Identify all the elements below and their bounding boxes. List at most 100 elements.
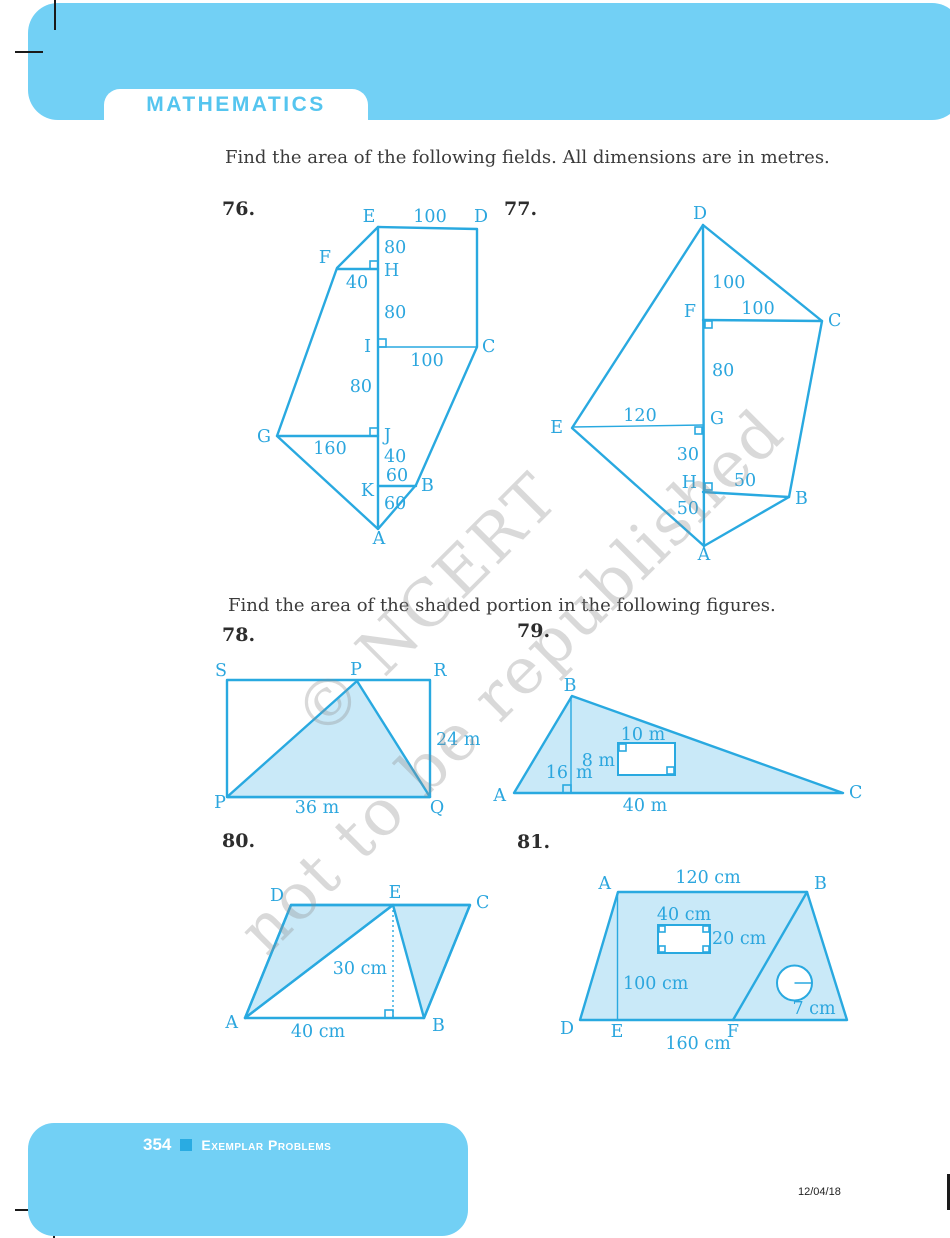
fig77-label-H: H — [682, 473, 697, 493]
page-title: MATHEMATICS — [146, 92, 326, 116]
fig80-label-E: E — [389, 883, 402, 903]
fig76-label-J: J — [382, 426, 391, 446]
fig76-dim-IC: 100 — [410, 351, 443, 371]
instruction-fields: Find the area of the following fields. A… — [225, 147, 830, 168]
fig76-label-H: H — [384, 261, 399, 281]
fig81-diagonal-BF — [731, 890, 809, 1022]
problem-number-76: 76. — [222, 198, 256, 220]
fig79-shaded-triangle — [512, 694, 845, 795]
fig81-label-B: B — [814, 874, 827, 894]
fig81-label-D: D — [560, 1019, 574, 1039]
fig77-dim-FG: 80 — [712, 361, 734, 381]
fig77-label-A: A — [697, 545, 711, 565]
figure-78: S P R 24 m P 36 m Q — [214, 660, 481, 818]
fig79-label-A: A — [492, 786, 506, 806]
figure-79: B 10 m 8 m 16 m A 40 m C — [492, 676, 862, 816]
footer-square-icon — [180, 1139, 193, 1151]
fig81-dim-AB: 120 cm — [675, 868, 741, 888]
fig80-parallelogram — [243, 903, 472, 1020]
fig76-label-B: B — [421, 476, 434, 496]
fig80-diagonal-AE — [243, 903, 395, 1020]
fig76-label-E: E — [363, 207, 376, 227]
fig77-dim-EG: 120 — [623, 406, 656, 426]
fig79-label-B: B — [564, 676, 577, 696]
fig77-label-E: E — [550, 418, 563, 438]
fig78-label-R: R — [433, 661, 447, 681]
figure-77: D 100 F 100 C 80 120 E G 30 H 50 B 50 A — [550, 204, 841, 565]
print-date: 12/04/18 — [798, 1186, 841, 1198]
fig76-label-A: A — [372, 529, 386, 549]
fig79-dim-rect-height: 8 m — [582, 751, 616, 771]
fig79-right-angle-rect-tl — [618, 743, 627, 752]
fig76-dim-EH: 80 — [384, 238, 406, 258]
problem-number-81: 81. — [517, 831, 551, 853]
fig80-label-B: B — [432, 1016, 445, 1036]
fig76-right-angle-H — [369, 260, 379, 270]
fig77-dim-HA: 50 — [677, 499, 699, 519]
fig77-label-F: F — [684, 302, 696, 322]
fig76-label-I: I — [364, 337, 371, 357]
fig80-right-angle-base — [384, 1009, 394, 1019]
fig81-right-angle-rect-tl — [658, 925, 666, 933]
fig77-diagonal-DA — [701, 223, 706, 548]
fig76-dim-ED: 100 — [413, 207, 446, 227]
footer-book-label: Exemplar Problems — [201, 1137, 332, 1153]
problem-number-78: 78. — [222, 624, 256, 646]
fig76-dim-KA: 60 — [384, 494, 406, 514]
fig76-label-K: K — [361, 481, 375, 501]
problem-number-80: 80. — [222, 830, 256, 852]
fig77-dim-DF: 100 — [712, 273, 745, 293]
fig81-right-angle-rect-br — [702, 945, 710, 953]
fig76-dim-JK: 40 — [384, 447, 406, 467]
fig81-label-F: F — [727, 1022, 739, 1042]
fig77-right-angle-F — [704, 320, 713, 329]
fig79-label-C: C — [849, 783, 862, 803]
fig76-right-angle-I — [377, 338, 387, 348]
instruction-shaded: Find the area of the shaded portion in t… — [228, 595, 776, 616]
fig78-shaded-triangle — [225, 679, 432, 799]
figure-80: D E C 30 cm A 40 cm B — [224, 883, 489, 1042]
fig76-dim-KB: 60 — [386, 466, 408, 486]
fig78-dim-PQ: 36 m — [295, 798, 340, 818]
problem-number-79: 79. — [517, 620, 551, 642]
fig81-dim-circle-radius: 7 cm — [792, 999, 835, 1019]
fig77-label-C: C — [828, 311, 841, 331]
fig81-right-angle-rect-bl — [658, 945, 666, 953]
fig81-right-angle-rect-tr — [702, 925, 710, 933]
fig77-dim-FC: 100 — [741, 299, 774, 319]
fig77-outline — [570, 223, 824, 548]
fig81-label-A: A — [597, 874, 611, 894]
fig77-label-D: D — [693, 204, 707, 224]
fig76-dim-HI: 80 — [384, 303, 406, 323]
fig78-label-Q: Q — [430, 798, 444, 818]
fig77-label-G: G — [710, 409, 724, 429]
crop-mark-top-left-v — [54, 0, 56, 30]
fig76-dim-IJ: 80 — [350, 377, 372, 397]
page-number: 354 — [143, 1135, 172, 1154]
fig80-label-A: A — [224, 1013, 238, 1033]
footer-row: 354 Exemplar Problems — [143, 1135, 331, 1155]
fig79-dim-rect-width: 10 m — [621, 725, 666, 745]
figure-81: A 120 cm B 40 cm 20 cm 100 cm 7 cm D E F… — [560, 868, 849, 1054]
fig78-label-S: S — [215, 661, 227, 681]
fig77-right-angle-H — [704, 482, 713, 491]
crop-mark-right-v — [947, 1174, 950, 1210]
fig79-dim-height-unit: m — [576, 763, 593, 783]
fig77-offset-EG — [571, 424, 704, 428]
problem-number-77: 77. — [504, 198, 538, 220]
fig77-offset-HB — [701, 490, 791, 499]
fig76-label-F: F — [319, 248, 331, 268]
footer-band: 354 Exemplar Problems — [28, 1123, 468, 1236]
fig81-dim-AE: 100 cm — [623, 974, 689, 994]
fig77-label-B: B — [795, 489, 808, 509]
fig81-dim-rect-height: 20 cm — [712, 929, 767, 949]
fig79-dim-base: 40 m — [623, 796, 668, 816]
fig76-dim-FH: 40 — [346, 273, 368, 293]
fig80-label-C: C — [476, 893, 489, 913]
fig76-outline — [275, 225, 479, 531]
fig81-inner-rectangle — [657, 924, 711, 954]
fig81-dim-rect-width: 40 cm — [657, 905, 712, 925]
fig76-label-D: D — [474, 207, 488, 227]
fig81-label-E: E — [611, 1022, 624, 1042]
